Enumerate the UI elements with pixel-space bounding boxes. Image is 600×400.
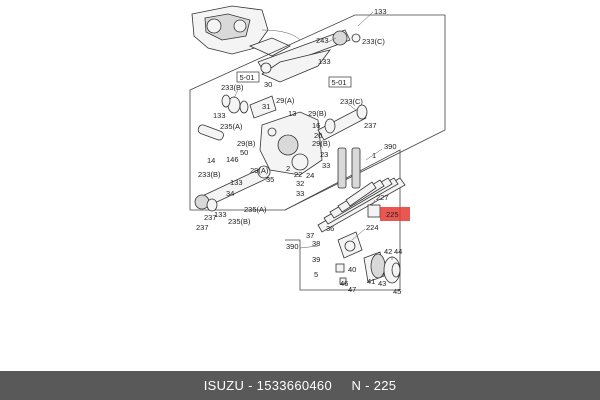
highlight-225: 225: [380, 207, 410, 221]
label-235a: 235(A): [244, 205, 267, 214]
brand-label: ISUZU: [203, 378, 245, 393]
label-23: 23: [320, 150, 328, 159]
label-133: 133: [214, 210, 227, 219]
label-243: 243: [316, 36, 329, 45]
label-29a: 29(A): [276, 96, 295, 105]
leaf-spring-frame: [284, 149, 401, 291]
reference-box-5-01-b: 5-01: [328, 76, 352, 88]
lower-hub-parts: [335, 231, 401, 285]
label-390: 390: [384, 142, 397, 151]
label-20: 20: [314, 131, 322, 140]
label-16: 16: [312, 121, 320, 130]
label-50: 50: [240, 148, 248, 157]
label-235a: 235(A): [220, 122, 243, 131]
label-2: 2: [286, 164, 290, 173]
reference-box-5-01-a: 5-01: [236, 71, 260, 83]
label-41: 41: [367, 277, 375, 286]
label-37: 37: [306, 231, 314, 240]
label-5-01-b: 5-01: [332, 78, 347, 87]
label-133: 133: [374, 7, 387, 16]
upper-assembly-frame: [189, 14, 446, 211]
label-29b: 29(B): [308, 109, 327, 118]
label-24: 24: [306, 171, 314, 180]
label-235b: 235(B): [228, 217, 251, 226]
label-38: 38: [312, 239, 320, 248]
label-31: 31: [262, 102, 270, 111]
axle-housing-inset: [191, 5, 301, 57]
label-237: 237: [196, 223, 209, 232]
label-32: 32: [296, 179, 304, 188]
label-227: 227: [376, 193, 389, 202]
label-34: 34: [226, 189, 234, 198]
label-42: 42: [384, 247, 392, 256]
label-233c: 233(C): [340, 97, 363, 106]
lower-link-arm: [194, 165, 271, 212]
label-29b: 29(B): [312, 139, 331, 148]
label-22: 22: [294, 170, 302, 179]
label-1: 1: [372, 151, 376, 160]
spacer: [332, 378, 352, 393]
label-33: 33: [296, 189, 304, 198]
label-46: 46: [340, 279, 348, 288]
part-info-footer: ISUZU - 1533660460 N - 225: [0, 371, 600, 400]
label-44: 44: [394, 247, 402, 256]
label-29b: 29(B): [237, 139, 256, 148]
label-45: 45: [393, 287, 401, 296]
label-224: 224: [366, 223, 379, 232]
label-237: 237: [364, 121, 377, 130]
label-39: 39: [312, 255, 320, 264]
label-36: 36: [326, 224, 334, 233]
label-5-01-a: 5-01: [240, 73, 255, 82]
label-133: 133: [230, 178, 243, 187]
label-233c: 233(C): [362, 37, 385, 46]
label-5: 5: [314, 270, 318, 279]
label-133: 133: [318, 57, 331, 66]
part-number: 1533660460: [256, 378, 332, 393]
leader-lines: [233, 11, 393, 260]
leaf-spring: [317, 147, 406, 233]
label-29a: 29(A): [250, 166, 269, 175]
bushing-group-right: [317, 104, 368, 141]
label-390: 390: [286, 242, 299, 251]
label-14: 14: [207, 156, 215, 165]
label-233b: 233(B): [221, 83, 244, 92]
reference-number: N - 225: [351, 378, 397, 393]
label-133: 133: [213, 111, 226, 120]
label-35: 35: [266, 175, 274, 184]
center-housing: [249, 95, 323, 176]
separator: -: [244, 378, 257, 393]
label-13: 13: [288, 109, 296, 118]
label-233b: 233(B): [198, 170, 221, 179]
label-237: 237: [204, 213, 217, 222]
part-labels: 133 233(C) 243 133 233(B) 30 31 29(A) 23…: [196, 7, 402, 296]
label-30: 30: [264, 80, 272, 89]
label-146: 146: [226, 155, 239, 164]
label-47: 47: [348, 285, 356, 294]
label-225: 225: [386, 210, 399, 219]
bushing-group-left: [197, 94, 249, 141]
upper-link-arm: [257, 29, 361, 83]
exploded-parts-diagram: 5-01 5-01 225 133 233(C) 243 133 233(B) …: [189, 5, 446, 296]
label-40: 40: [348, 265, 356, 274]
label-33: 33: [322, 161, 330, 170]
label-43: 43: [378, 279, 386, 288]
